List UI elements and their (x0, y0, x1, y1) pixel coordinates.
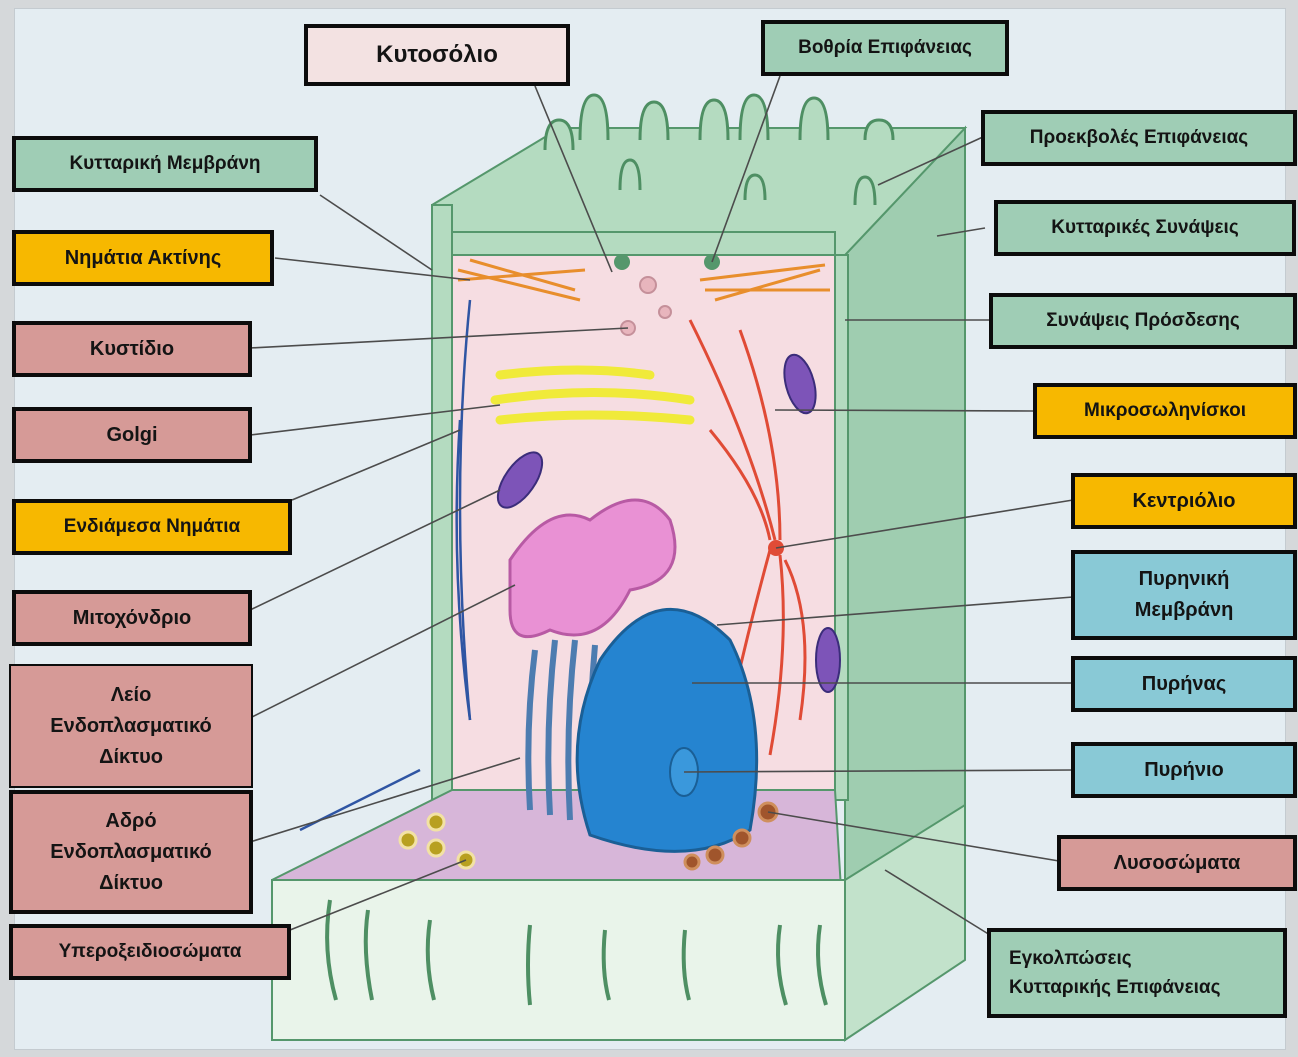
golgi-label: Golgi (12, 407, 252, 463)
microtubules-label: Μικροσωληνίσκοι (1033, 383, 1297, 439)
rough-er-line-3: Δίκτυο (50, 868, 211, 899)
nuclear-membrane-line-1: Πυρηνική (1135, 564, 1234, 595)
adhesion-junctions-label: Συνάψεις Πρόσδεσης (989, 293, 1297, 349)
lysosomes-label: Λυσοσώματα (1057, 835, 1297, 891)
smooth-er-line-3: Δίκτυο (50, 742, 211, 773)
cell-membrane-label: Κυτταρική Μεμβράνη (12, 136, 318, 192)
surface-pits-label: Βοθρία Επιφάνειας (761, 20, 1009, 76)
nuclear-membrane-label: Πυρηνική Μεμβράνη (1071, 550, 1297, 640)
peroxisomes-label: Υπεροξειδιοσώματα (9, 924, 291, 980)
smooth-er-line-2: Ενδοπλασματικό (50, 711, 211, 742)
rough-er-line-1: Αδρό (50, 806, 211, 837)
cell-base (272, 880, 845, 1040)
surface-invaginations-line-1: Εγκολπώσεις (1009, 944, 1220, 973)
nuclear-membrane-line-2: Μεμβράνη (1135, 595, 1234, 626)
cell-junctions-label: Κυτταρικές Συνάψεις (994, 200, 1296, 256)
actin-filaments-label: Νημάτια Ακτίνης (12, 230, 274, 286)
intermediate-filaments-label: Ενδιάμεσα Νημάτια (12, 499, 292, 555)
rough-er-label: Αδρό Ενδοπλασματικό Δίκτυο (9, 790, 253, 914)
surface-invaginations-label: Εγκολπώσεις Κυτταρικής Επιφάνειας (987, 928, 1287, 1018)
smooth-er-label: Λείο Ενδοπλασματικό Δίκτυο (9, 664, 253, 788)
membrane-top-edge (452, 232, 835, 255)
surface-projections-label: Προεκβολές Επιφάνειας (981, 110, 1297, 166)
nucleolus-label: Πυρήνιο (1071, 742, 1297, 798)
mitochondrion-label: Μιτοχόνδριο (12, 590, 252, 646)
centriole-label: Κεντριόλιο (1071, 473, 1297, 529)
smooth-er-line-1: Λείο (50, 680, 211, 711)
vesicle-label: Κυστίδιο (12, 321, 252, 377)
nucleus-label: Πυρήνας (1071, 656, 1297, 712)
cell-membrane-right (835, 255, 848, 800)
rough-er-line-2: Ενδοπλασματικό (50, 837, 211, 868)
surface-invaginations-line-2: Κυτταρικής Επιφάνειας (1009, 973, 1220, 1002)
cytosol-label: Κυτοσόλιο (304, 24, 570, 86)
